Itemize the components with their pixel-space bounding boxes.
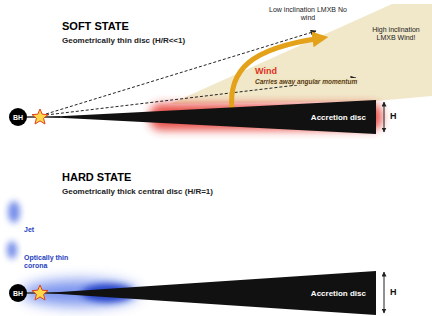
jet-label: Jet [24, 226, 34, 234]
state-subtitle: Geometrically thin disc (H/R<<1) [62, 36, 185, 45]
wind-region [170, 4, 432, 104]
black-hole: BH [9, 284, 27, 302]
inclination-note: High inclination LMXB Wind! [363, 26, 429, 42]
corona-label: Optically thin corona [24, 254, 72, 270]
inclination-note: Low inclination LMXB No wind [266, 6, 350, 22]
accretion-disc: Accretion disc [45, 271, 376, 315]
disc-wedge [45, 100, 376, 134]
height-label: H [390, 287, 397, 297]
jet-blob [7, 241, 17, 259]
disc-label: Accretion disc [311, 113, 366, 122]
wind-arrow [232, 38, 322, 110]
state-title: SOFT STATE [62, 20, 129, 33]
state-subtitle: Geometrically thick central disc (H/R=1) [62, 187, 213, 196]
bh-label: BH [13, 114, 23, 121]
disc-label: Accretion disc [311, 289, 366, 298]
star [32, 285, 48, 300]
accretion-disc: Accretion disc [45, 100, 376, 134]
height-label: H [390, 111, 397, 121]
bh-label: BH [13, 290, 23, 297]
jet-blob [8, 201, 20, 223]
height-arrow [384, 272, 385, 313]
black-hole: BH [9, 108, 27, 126]
height-arrow [384, 102, 385, 132]
state-title: HARD STATE [62, 171, 131, 184]
star [32, 109, 48, 124]
disc-wedge [45, 271, 376, 315]
wind-label: Wind [254, 66, 278, 76]
sight-line [46, 31, 316, 114]
wind-note: Carries away angular momentum [254, 78, 358, 85]
